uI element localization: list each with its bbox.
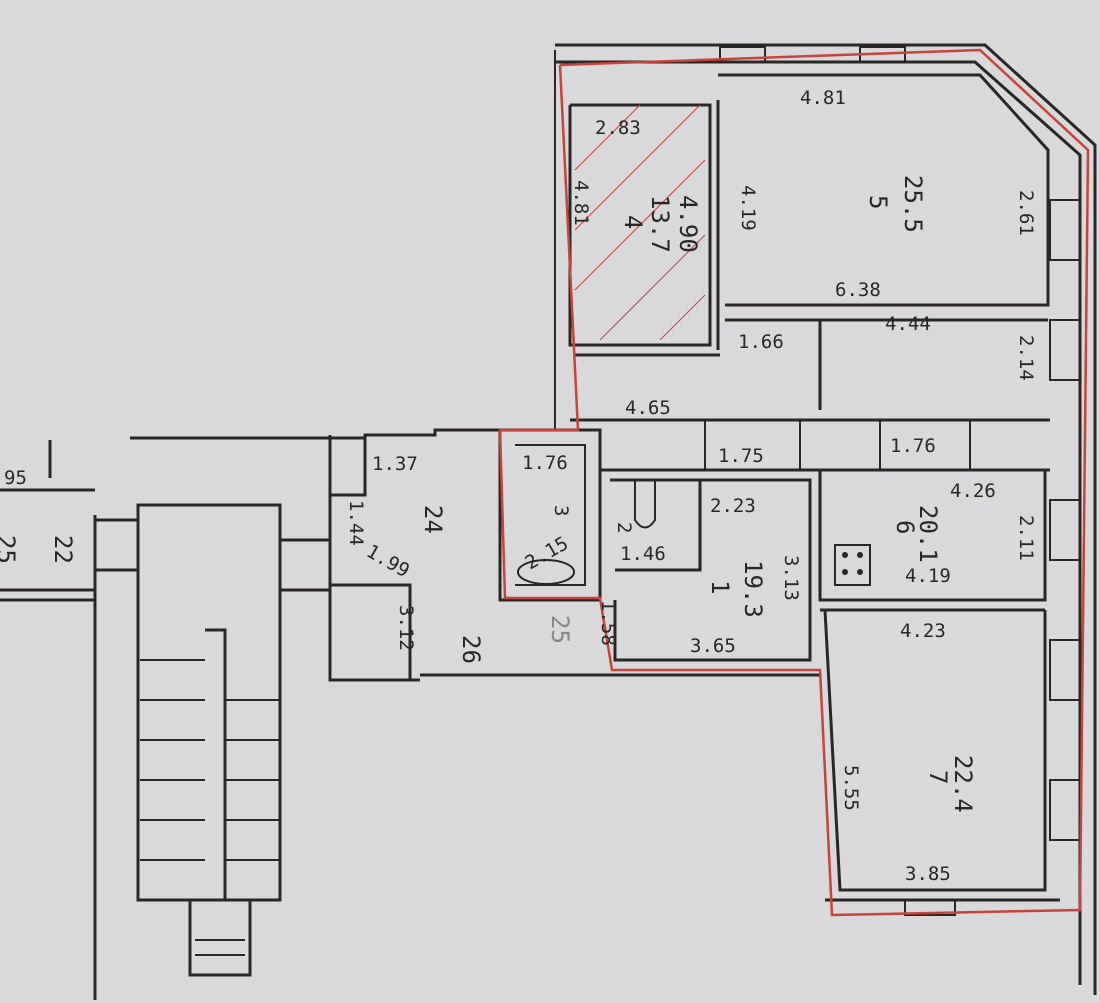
labels: 2.83 4.81 4 13.7 4.90 4.19 4.81 5 25.5 2… [0, 87, 1037, 885]
dim-r1-158: 1.58 [597, 600, 619, 646]
walls [0, 43, 1097, 1000]
room-7-number: 7 [924, 770, 952, 784]
dim-corridor: 4.65 [625, 397, 671, 419]
dim-right-176: 1.76 [890, 435, 936, 457]
dim-r1-side: 3.13 [780, 555, 802, 601]
dim-r6-right: 2.11 [1015, 515, 1037, 561]
dim-stair-25: 25 [546, 615, 574, 644]
dim-r1-top: 2.23 [710, 495, 756, 517]
dim-r7-side: 5.55 [840, 765, 862, 811]
dim-r6-top: 4.26 [950, 480, 996, 502]
dim-r5-bottom: 6.38 [835, 279, 881, 301]
room-4-hatching [574, 104, 706, 341]
dim-r1-bottom: 3.65 [690, 635, 736, 657]
dim-hall-214: 2.14 [1015, 335, 1037, 381]
room-7-area: 22.4 [949, 755, 977, 813]
dim-left-95: 95 [4, 467, 27, 489]
dim-r6-bottom: 4.19 [905, 565, 951, 587]
dim-r5-top: 4.81 [800, 87, 846, 109]
dim-r7-top: 4.23 [900, 620, 946, 642]
dim-stair-137: 1.37 [372, 453, 418, 475]
apartment-outline [498, 48, 1090, 917]
dim-r4-side: 4.81 [570, 180, 592, 226]
dim-mid-175: 1.75 [718, 445, 764, 467]
room-3-area: 2.15 [522, 532, 573, 574]
dim-r5-right: 2.61 [1015, 190, 1037, 236]
dim-r3-top: 1.76 [522, 452, 568, 474]
dim-r7-bottom: 3.85 [905, 863, 951, 885]
dim-hall-166: 1.66 [738, 331, 784, 353]
dim-left-22: 22 [49, 535, 77, 564]
dim-r4-right: 4.19 [737, 185, 759, 231]
dim-stair-26: 26 [457, 635, 485, 664]
room-5-number: 5 [864, 195, 892, 209]
room-6-number: 6 [891, 520, 919, 534]
dim-stair-24: 24 [419, 505, 447, 534]
room-1-area: 19.3 [739, 560, 767, 618]
room-4-dim: 4.90 [674, 195, 702, 253]
dim-left-25: 25 [0, 535, 20, 564]
room-1-number: 1 [706, 580, 734, 594]
room-5-area: 25.5 [899, 175, 927, 233]
room-4-area: 13.7 [646, 195, 674, 253]
room-4-number: 4 [619, 215, 647, 229]
dim-stair-312: 3.12 [395, 605, 417, 651]
room-2-area: 1.46 [620, 543, 666, 565]
dim-stair-144: 1.44 [345, 500, 367, 546]
room-3-number: 3 [550, 505, 572, 516]
room-6-area: 20.1 [914, 505, 942, 563]
dim-hall-444: 4.44 [885, 313, 931, 335]
dim-stair-199: 1.99 [363, 540, 414, 582]
dim-r4-top: 2.83 [595, 117, 641, 139]
room-2-number: 2 [613, 522, 635, 533]
